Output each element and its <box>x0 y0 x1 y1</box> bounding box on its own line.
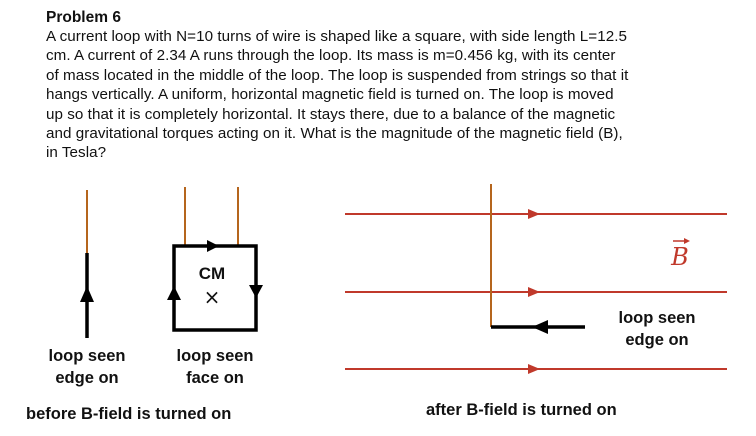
problem-text-line: and gravitational torques acting on it. … <box>46 125 623 143</box>
problem-text-line: hangs vertically. A uniform, horizontal … <box>46 86 614 104</box>
label-line: edge on <box>55 369 119 387</box>
label-edge-on-after: loop seen edge on <box>600 307 714 351</box>
label-face-on: loop seen face on <box>158 345 272 389</box>
edge-on-loop-after <box>490 184 585 334</box>
vector-arrow-icon <box>684 238 690 244</box>
problem-text: A current loop with N=10 turns of wire i… <box>46 27 726 163</box>
problem-text-line: up so that it is completely horizontal. … <box>46 105 616 123</box>
current-arrow-icon <box>249 285 263 298</box>
field-arrow-icon <box>528 287 540 297</box>
b-field-symbol: B <box>670 238 690 271</box>
caption-before: before B-field is turned on <box>26 405 232 423</box>
edge-on-loop-before <box>80 190 94 338</box>
label-line: loop seen <box>176 347 254 365</box>
field-arrow-icon <box>528 209 540 219</box>
caption-after: after B-field is turned on <box>426 401 617 419</box>
current-arrow-icon <box>80 286 94 302</box>
face-on-loop-before: CM × <box>167 187 263 332</box>
problem-text-line: cm. A current of 2.34 A runs through the… <box>46 47 616 65</box>
current-arrow-icon <box>207 240 219 252</box>
current-arrow-icon <box>532 320 548 334</box>
current-arrow-icon <box>167 286 181 300</box>
label-edge-on-before: loop seen edge on <box>30 345 144 389</box>
cm-label: CM <box>199 264 225 283</box>
problem-text-line: in Tesla? <box>46 144 107 162</box>
label-line: loop seen <box>48 347 126 365</box>
cm-marker-icon: × <box>204 285 221 309</box>
magnetic-field-lines <box>345 209 727 374</box>
problem-text-line: of mass located in the middle of the loo… <box>46 66 629 84</box>
problem-title: Problem 6 <box>46 9 121 26</box>
problem-text-line: A current loop with N=10 turns of wire i… <box>46 28 627 45</box>
field-arrow-icon <box>528 364 540 374</box>
label-line: edge on <box>625 331 689 349</box>
problem-statement: Problem 6 A current loop with N=10 turns… <box>46 8 726 163</box>
label-line: loop seen <box>618 309 696 327</box>
b-field-letter: B <box>670 243 689 271</box>
label-line: face on <box>186 369 244 387</box>
